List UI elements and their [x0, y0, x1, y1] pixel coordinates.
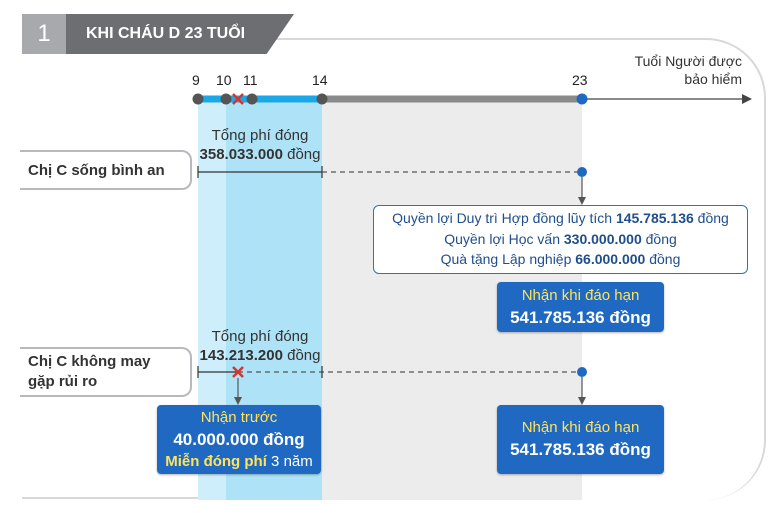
tick-dot-9: [192, 93, 204, 105]
tick-dot-10: [220, 93, 232, 105]
tick-label-23: 23: [572, 72, 588, 88]
tick-label-9: 9: [192, 72, 200, 88]
risk-event-icon: [232, 366, 244, 378]
benefit-career-gift-label: Quà tặng Lập nghiệp: [440, 251, 576, 267]
risk-fee-label: Tổng phí đóng: [211, 328, 309, 345]
scenario-risk-label-line2: gặp rủi ro: [28, 373, 98, 390]
benefit-career-gift-unit: đồng: [645, 251, 681, 267]
safe-maturity-title: Nhận khi đáo hạn: [521, 287, 640, 304]
tick-label-14: 14: [312, 72, 328, 88]
risk-waiver-duration: 3 năm: [266, 453, 313, 470]
risk-marker-icon: [232, 93, 244, 105]
axis-label-line1: Tuổi Người được: [634, 53, 742, 69]
safe-fee-unit: đồng: [282, 146, 321, 163]
axis-label: Tuổi Người được bảo hiểm: [635, 52, 742, 88]
tick-label-10: 10: [216, 72, 232, 88]
risk-fee-block: Tổng phí đóng 143.213.200 đồng: [190, 327, 330, 365]
axis-label-line2: bảo hiểm: [684, 71, 742, 87]
risk-waiver-label: Miễn đóng phí: [165, 453, 267, 470]
benefit-maintenance-amount: 145.785.136: [615, 210, 694, 226]
scenario-risk-label: Chị C không may gặp rủi ro: [20, 347, 192, 397]
frame-bottom-line: [22, 497, 352, 499]
tick-dot-23: [576, 93, 588, 105]
benefit-career-gift-amount: 66.000.000: [575, 251, 646, 267]
benefit-maintenance-label: Quyền lợi Duy trì Hợp đồng lũy tích: [392, 210, 616, 226]
safe-fee-block: Tổng phí đóng 358.033.000 đồng: [190, 126, 330, 164]
safe-fee-label: Tổng phí đóng: [211, 127, 309, 144]
benefit-maintenance-unit: đồng: [693, 210, 729, 226]
safe-maturity-box: Nhận khi đáo hạn 541.785.136 đồng: [497, 282, 664, 332]
safe-benefits-box: Quyền lợi Duy trì Hợp đồng lũy tích 145.…: [373, 205, 748, 274]
risk-early-arrow-icon: [234, 397, 242, 405]
scenario-safe-label: Chị C sống bình an: [20, 150, 192, 190]
safe-arrow-icon: [578, 197, 586, 205]
tick-dot-11: [246, 93, 258, 105]
scenario-risk-label-line1: Chị C không may: [28, 353, 151, 370]
benefit-education-label: Quyền lợi Học vấn: [444, 230, 564, 247]
risk-fee-unit: đồng: [282, 347, 321, 364]
benefit-education-unit: đồng: [641, 230, 677, 247]
risk-early-amount: 40.000.000 đồng: [173, 430, 305, 449]
risk-maturity-title: Nhận khi đáo hạn: [521, 419, 640, 436]
safe-fee-amount: 358.033.000: [199, 146, 283, 163]
safe-maturity-amount: 541.785.136 đồng: [510, 308, 651, 327]
content-frame: [22, 38, 766, 500]
risk-early-title: Nhận trước: [200, 409, 278, 426]
axis-arrow-head: [742, 94, 752, 104]
benefit-education-amount: 330.000.000: [563, 230, 642, 247]
section-number: 1: [22, 14, 66, 54]
section-title: KHI CHÁU D 23 TUỔI: [66, 14, 294, 54]
risk-end-dot: [577, 367, 587, 377]
risk-fee-amount: 143.213.200: [199, 347, 283, 364]
tick-label-11: 11: [243, 72, 258, 88]
safe-end-dot: [577, 167, 587, 177]
tick-dot-14: [316, 93, 328, 105]
risk-maturity-amount: 541.785.136 đồng: [510, 440, 651, 459]
risk-maturity-arrow-icon: [578, 397, 586, 405]
risk-maturity-box: Nhận khi đáo hạn 541.785.136 đồng: [497, 405, 664, 474]
risk-early-payout-box: Nhận trước 40.000.000 đồng Miễn đóng phí…: [157, 405, 321, 474]
